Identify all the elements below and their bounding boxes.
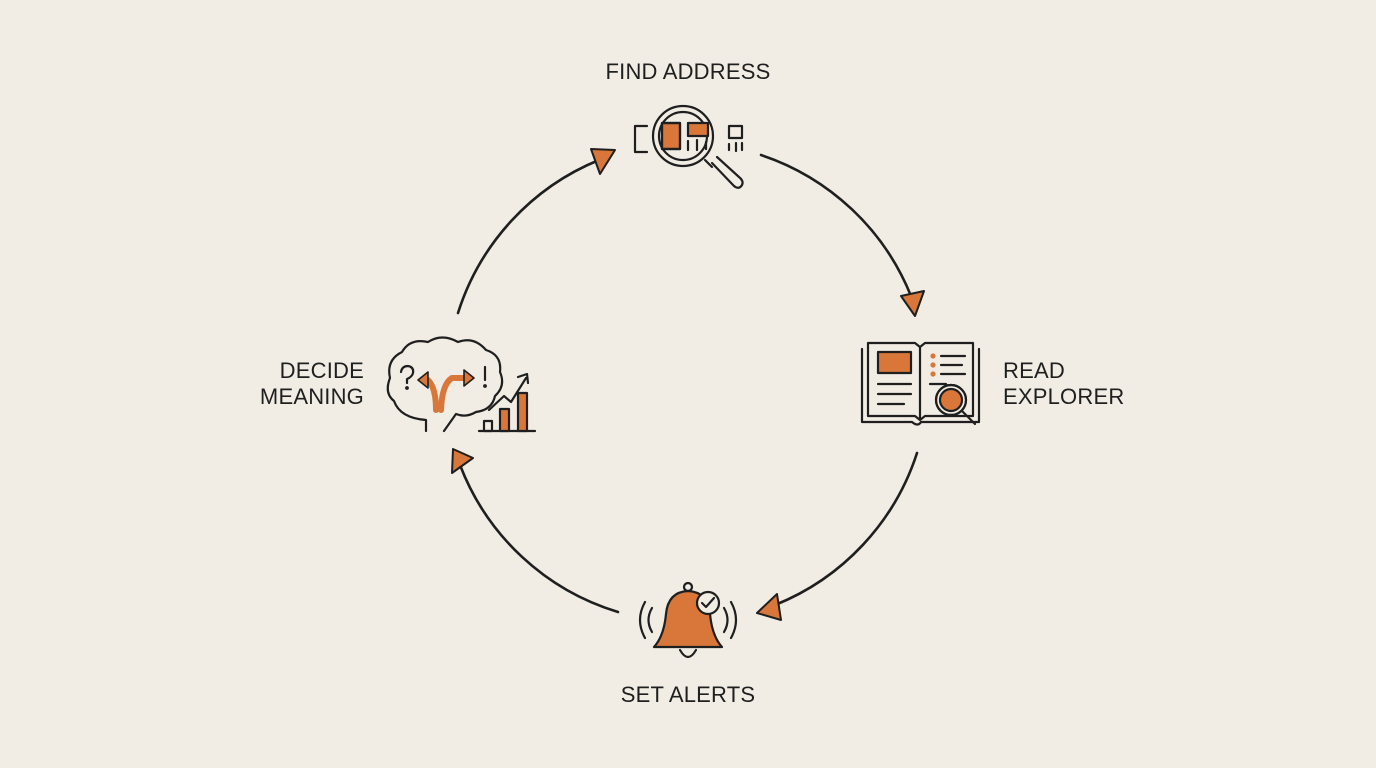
arrowhead-read <box>900 290 925 317</box>
step-label-read-explorer: READ EXPLORER <box>1003 358 1124 410</box>
cycle-arrows <box>456 153 919 614</box>
arrowhead-alerts <box>756 593 782 621</box>
bell-check-icon <box>638 581 738 659</box>
arrow-read-to-alerts <box>773 451 919 607</box>
open-book-search-icon <box>860 341 981 426</box>
arrowheads <box>451 148 925 621</box>
read-explorer-label-line-2: EXPLORER <box>1003 384 1125 409</box>
arrow-decide-to-find <box>456 158 601 315</box>
read-explorer-label-line-1: READ <box>1003 358 1065 383</box>
arrowhead-decide <box>451 448 474 474</box>
magnifier-over-address-icon <box>633 104 744 189</box>
decide-meaning-label-line-2: MEANING <box>259 384 364 409</box>
find-address-label: FIND ADDRESS <box>605 59 771 84</box>
step-label-set-alerts: SET ALERTS <box>560 682 816 708</box>
decide-meaning-label-line-1: DECIDE <box>279 358 364 383</box>
arrow-alerts-to-decide <box>458 463 620 614</box>
brain-decision-chart-icon <box>386 336 537 433</box>
arrowhead-find <box>590 148 616 175</box>
step-label-find-address: FIND ADDRESS <box>560 59 816 85</box>
step-label-decide-meaning: DECIDE MEANING <box>204 358 364 410</box>
arrow-find-to-read <box>759 153 913 298</box>
set-alerts-label: SET ALERTS <box>620 682 756 707</box>
